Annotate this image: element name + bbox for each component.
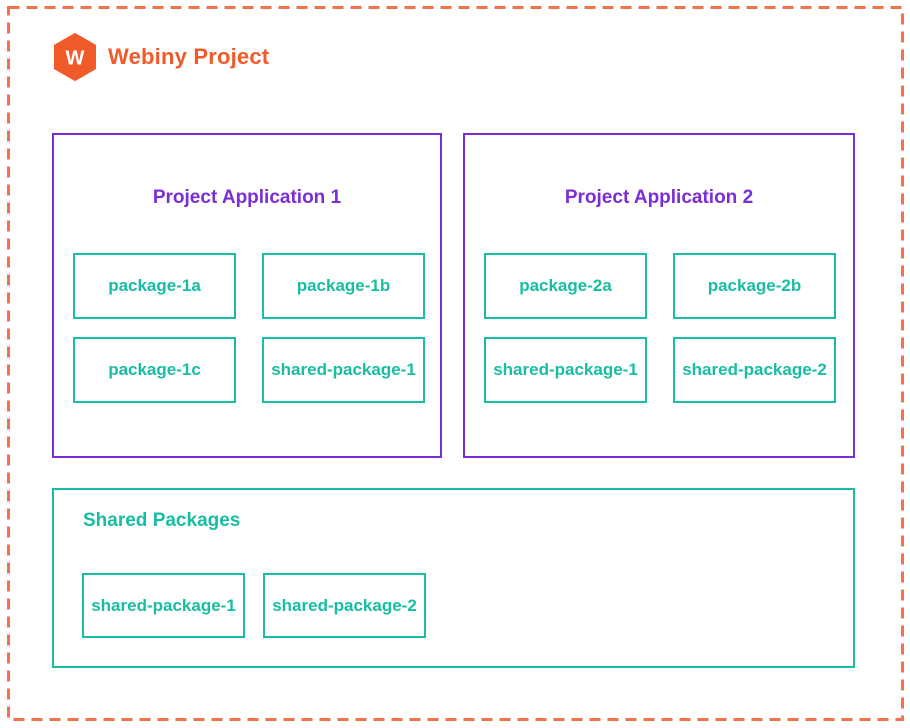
header: W Webiny Project <box>53 33 269 81</box>
application-panel-2: Project Application 2 package-2a package… <box>463 133 855 458</box>
package-box: shared-package-1 <box>484 337 647 403</box>
application-title: Project Application 1 <box>152 187 342 208</box>
application-package-grid: package-2a package-2b shared-package-1 s… <box>484 253 836 403</box>
shared-package-grid: shared-package-1 shared-package-2 <box>82 573 426 638</box>
package-box: package-2a <box>484 253 647 319</box>
page-title: Webiny Project <box>108 44 270 69</box>
package-box: shared-package-2 <box>263 573 426 638</box>
package-box: shared-package-1 <box>262 337 425 403</box>
package-box: package-2b <box>673 253 836 319</box>
package-box: package-1a <box>73 253 236 319</box>
shared-packages-panel: Shared Packages shared-package-1 shared-… <box>52 488 855 668</box>
package-box: shared-package-2 <box>673 337 836 403</box>
webiny-logo-letter: W <box>66 48 85 70</box>
webiny-logo-icon: W <box>54 33 96 81</box>
application-title: Project Application 2 <box>564 187 754 208</box>
application-package-grid: package-1a package-1b package-1c shared-… <box>73 253 425 403</box>
package-box: package-1b <box>262 253 425 319</box>
shared-packages-title: Shared Packages <box>83 510 241 531</box>
application-panel-1: Project Application 1 package-1a package… <box>52 133 442 458</box>
package-box: shared-package-1 <box>82 573 245 638</box>
package-box: package-1c <box>73 337 236 403</box>
